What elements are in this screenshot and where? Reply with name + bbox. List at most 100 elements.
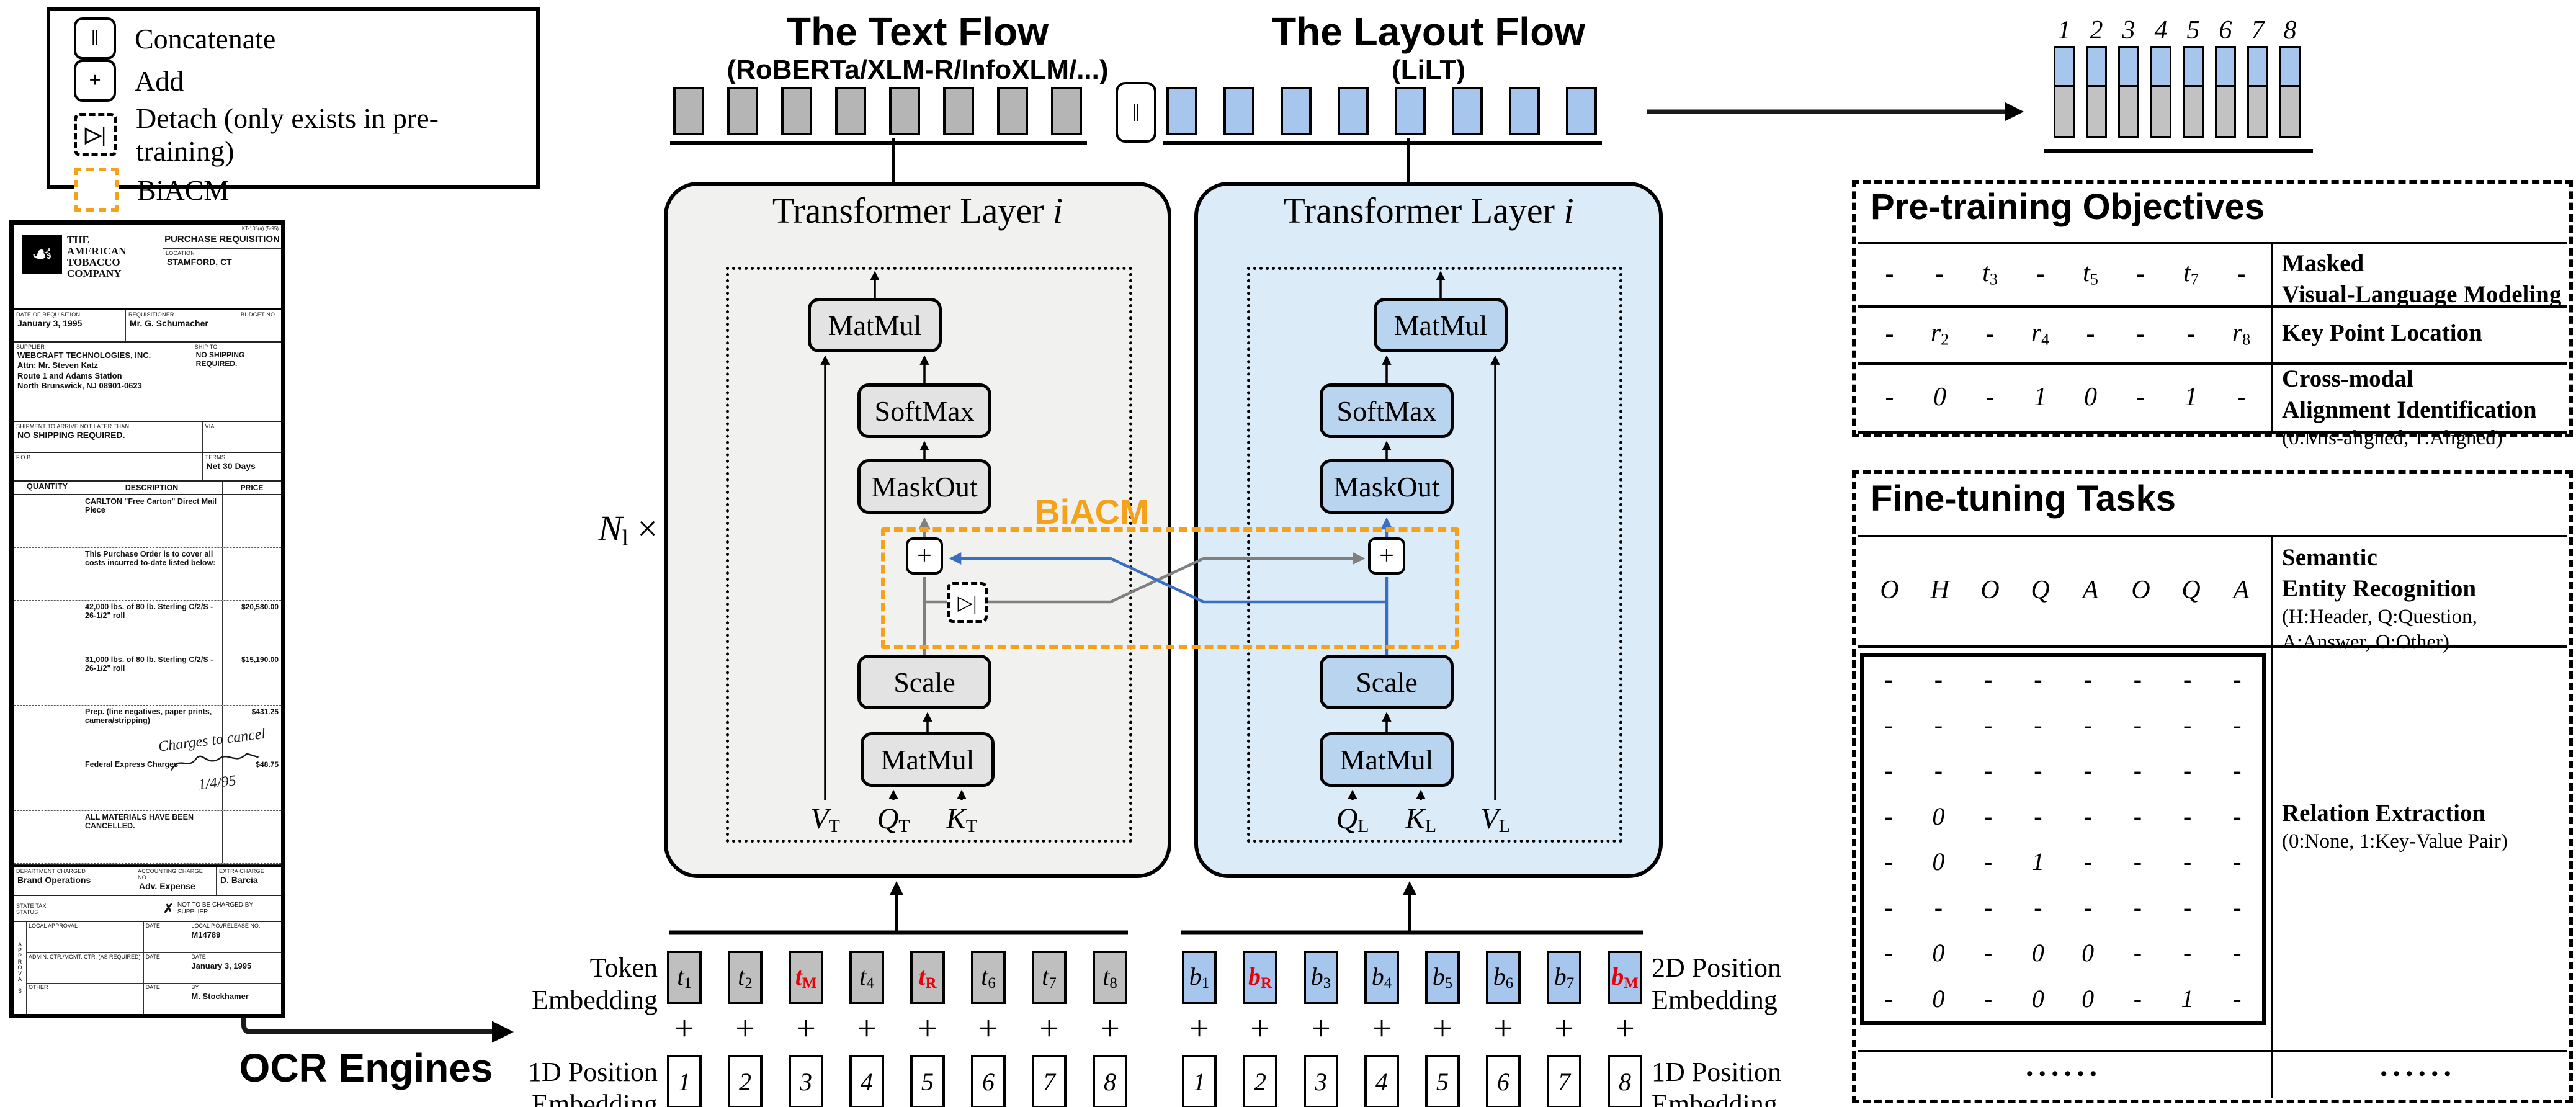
token-embedding-box: tM (789, 951, 823, 1004)
matrix-cell: - (1964, 657, 2013, 702)
target-value: r8 (2216, 318, 2266, 349)
pos1d-box: 8 (1608, 1055, 1642, 1107)
target-value: t3 (1965, 258, 2015, 289)
layout-state-box (1566, 87, 1597, 135)
matrix-cell: - (1864, 930, 1913, 976)
field-label: NOT TO BE CHARGED BY SUPPLIER (177, 902, 253, 915)
math-token: - (2133, 848, 2142, 876)
matrix-cell: - (1913, 748, 1963, 794)
target-value: - (1965, 382, 2015, 412)
output-index: 4 (2154, 16, 2168, 45)
math-token: - (1885, 259, 1894, 288)
target-value: - (2166, 319, 2216, 349)
math-token: 0 (2082, 939, 2095, 967)
supplier-line: Attn: Mr. Steven Katz (17, 361, 99, 370)
target-value: - (2116, 259, 2166, 289)
math-token: O (1980, 576, 2000, 604)
ellipsis-dots: •••••• (2380, 1064, 2457, 1084)
field-value: January 3, 1995 (17, 318, 83, 328)
task-name-line: Entity Recognition (2282, 575, 2477, 602)
math-token: 0 (2082, 984, 2095, 1013)
field-value: NO SHIPPING REQUIRED. (17, 430, 125, 440)
matrix-cell: - (1964, 885, 2013, 931)
math-token: - (1884, 893, 1893, 921)
matrix-cell: - (2113, 976, 2162, 1022)
legend-item: +Add (74, 60, 536, 102)
output-index: 5 (2186, 16, 2200, 45)
field-value: D. Barcia (220, 875, 258, 885)
math-token: H (1930, 576, 1949, 604)
pos1d-box: 4 (1364, 1055, 1399, 1107)
ocr-engines-label: OCR Engines (239, 1046, 493, 1090)
matrix-cell: - (1913, 702, 1963, 748)
layout-add-icon: + (1368, 537, 1405, 575)
math-token: - (2083, 665, 2092, 694)
matrix-cell: - (2212, 794, 2262, 840)
matrix-cell: - (2113, 794, 2162, 840)
pos1d-box: 1 (667, 1055, 702, 1107)
form-title: PURCHASE REQUISITION (164, 234, 280, 244)
cell-price (222, 495, 281, 547)
math-token: KL (1405, 802, 1437, 837)
math-token: 0 (1932, 848, 1945, 876)
text-state-box (943, 87, 974, 135)
math-token: - (1884, 802, 1893, 830)
box2d-embedding-box: bM (1608, 951, 1642, 1004)
matrix-cell: - (2212, 657, 2262, 702)
layout-softmax-block: SoftMax (1320, 383, 1454, 438)
pos1d-box: 6 (971, 1055, 1006, 1107)
output-vector (2150, 46, 2171, 138)
matrix-cell: - (2013, 657, 2063, 702)
output-index: 3 (2122, 16, 2135, 45)
supplier-line: Route 1 and Adams Station (17, 370, 122, 380)
layout-state-box (1338, 87, 1369, 135)
ser-tag: O (1965, 575, 2015, 605)
math-token: - (2233, 939, 2242, 967)
output-layout-part (2249, 48, 2266, 87)
matrix-cell: - (1964, 702, 2013, 748)
target-value: - (2116, 319, 2166, 349)
output-column: 3 (2118, 15, 2139, 138)
math-token: - (2083, 893, 2092, 921)
approvals-letter: A (17, 941, 22, 948)
math-token: t6 (981, 962, 996, 992)
output-vector (2247, 46, 2268, 138)
math-token: 1 (2181, 984, 2194, 1013)
legend-label: Concatenate (135, 22, 276, 55)
matrix-cell: - (1964, 976, 2013, 1022)
approvals-letter: V (17, 970, 22, 977)
detach-icon: ▷| (74, 113, 117, 156)
cell-price: $48.75 (222, 758, 281, 811)
math-token: bR (1248, 962, 1272, 992)
plus-symbol: + (1554, 1010, 1574, 1048)
pos1d-box: 7 (1547, 1055, 1581, 1107)
plus-symbol: + (1493, 1010, 1513, 1048)
add-icon: + (74, 60, 116, 102)
field-label: BUDGET NO. (241, 311, 277, 318)
approvals-letter: R (17, 958, 22, 965)
math-token: r2 (1930, 319, 1949, 349)
sequence-underline (1163, 141, 1602, 145)
box2d-embedding-box: bR (1243, 951, 1277, 1004)
math-token: - (2133, 665, 2142, 694)
math-token: - (1935, 259, 1944, 288)
pos1d-box: 8 (1093, 1055, 1127, 1107)
math-token: b1 (1189, 962, 1210, 992)
sequence-underline (670, 141, 1087, 145)
cell-quantity (14, 495, 81, 547)
output-layout-part (2055, 48, 2073, 87)
math-token: tM (795, 962, 817, 992)
target-value: t5 (2065, 258, 2116, 289)
cell-quantity (14, 653, 81, 706)
math-token: - (2233, 665, 2242, 694)
math-token: t4 (859, 962, 874, 992)
field-value: Adv. Expense (139, 881, 195, 891)
cell-price: $20,580.00 (222, 600, 281, 653)
cell-quantity (14, 811, 81, 864)
